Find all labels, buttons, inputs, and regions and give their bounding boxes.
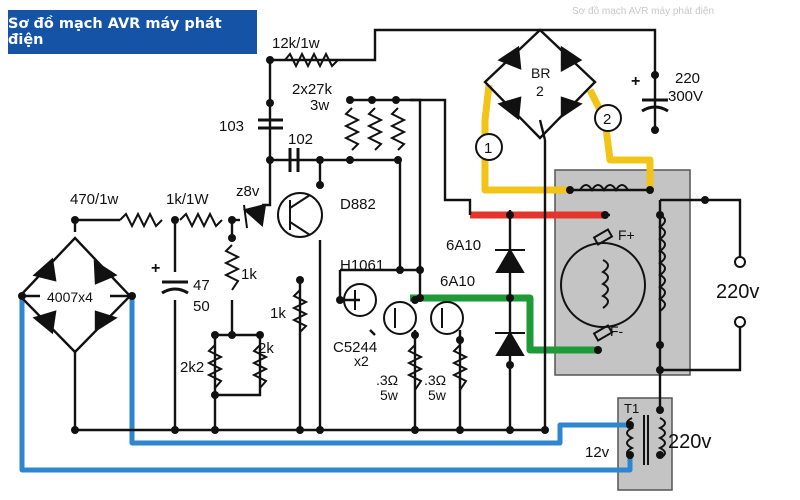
label-d882: D882 bbox=[340, 196, 376, 213]
title-badge: Sơ đồ mạch AVR máy phát điện bbox=[8, 10, 257, 54]
bridge-rectifier-br2 bbox=[483, 28, 597, 140]
label-1k-a: 1k bbox=[241, 266, 257, 283]
node-1 bbox=[475, 133, 503, 161]
label-220: 220 bbox=[675, 70, 700, 87]
label-03-b: .3Ω bbox=[424, 372, 446, 388]
green-wire bbox=[410, 294, 598, 354]
label-plus-cap-47: + bbox=[151, 260, 160, 277]
transistor-d882 bbox=[277, 192, 323, 238]
junction-dots bbox=[18, 56, 709, 459]
generator-box bbox=[554, 169, 691, 376]
label-2x27k-w: 3w bbox=[310, 97, 329, 114]
generator-motor bbox=[560, 184, 666, 465]
label-fminus: F- bbox=[610, 323, 624, 339]
page-title: Sơ đồ mạch AVR máy phát điện bbox=[8, 16, 222, 48]
label-03-a: .3Ω bbox=[376, 372, 398, 388]
label-47: 47 bbox=[193, 277, 210, 294]
faded-caption: Sơ đồ mạch AVR máy phát điện bbox=[572, 6, 715, 17]
capacitors bbox=[161, 98, 669, 295]
label-03-b-w: 5w bbox=[428, 387, 447, 403]
bridge-rectifier-4007 bbox=[18, 236, 132, 354]
node-2 bbox=[594, 104, 622, 132]
label-102: 102 bbox=[288, 131, 313, 148]
transistors bbox=[277, 192, 464, 335]
transistor-c5244-b bbox=[430, 301, 464, 335]
label-6a10-2: 6A10 bbox=[440, 273, 475, 290]
transistor-c5244-a bbox=[383, 301, 417, 335]
label-fplus: F+ bbox=[618, 227, 635, 243]
label-12k: 12k/1w bbox=[272, 35, 320, 52]
diode-6a10 bbox=[495, 248, 525, 356]
blue-wires bbox=[19, 296, 633, 473]
label-300v: 300V bbox=[668, 88, 703, 105]
label-470: 470/1w bbox=[70, 191, 119, 208]
label-6a10-1: 6A10 bbox=[446, 237, 481, 254]
resistors bbox=[119, 51, 469, 391]
node-markers bbox=[475, 104, 622, 161]
label-node-2: 2 bbox=[603, 111, 611, 128]
label-103: 103 bbox=[219, 118, 244, 135]
label-12v: 12v bbox=[585, 444, 610, 461]
label-03-a-w: 5w bbox=[380, 387, 399, 403]
label-zener: z8v bbox=[236, 183, 260, 200]
zener-diode bbox=[242, 203, 267, 229]
label-transformer-220v: 220v bbox=[668, 431, 711, 453]
label-2k: 2k bbox=[258, 340, 274, 357]
label-output-220v: 220v bbox=[716, 281, 759, 303]
terminal-bottom bbox=[734, 316, 746, 328]
label-node-1: 1 bbox=[484, 140, 492, 157]
label-50: 50 bbox=[193, 298, 210, 315]
output-terminals bbox=[734, 256, 746, 328]
terminal-top bbox=[734, 256, 746, 268]
label-h1061: H1061 bbox=[340, 257, 384, 274]
label-br: BR bbox=[531, 65, 550, 81]
label-t1: T1 bbox=[624, 401, 639, 416]
label-2k2: 2k2 bbox=[180, 359, 204, 376]
component-labels: 12k/1w 2x27k 3w 103 102 BR 2 220 300V + … bbox=[47, 35, 759, 461]
label-1k-b: 1k bbox=[270, 305, 286, 322]
label-1k1w: 1k/1W bbox=[166, 191, 209, 208]
label-4007: 4007x4 bbox=[47, 289, 93, 305]
label-plus-cap-220: + bbox=[631, 73, 640, 90]
label-2x27k: 2x27k bbox=[292, 81, 333, 98]
label-c5244-qty: x2 bbox=[354, 353, 369, 369]
label-c5244: C5244 bbox=[333, 339, 377, 356]
wiring bbox=[22, 28, 742, 432]
label-br-num: 2 bbox=[536, 83, 544, 99]
